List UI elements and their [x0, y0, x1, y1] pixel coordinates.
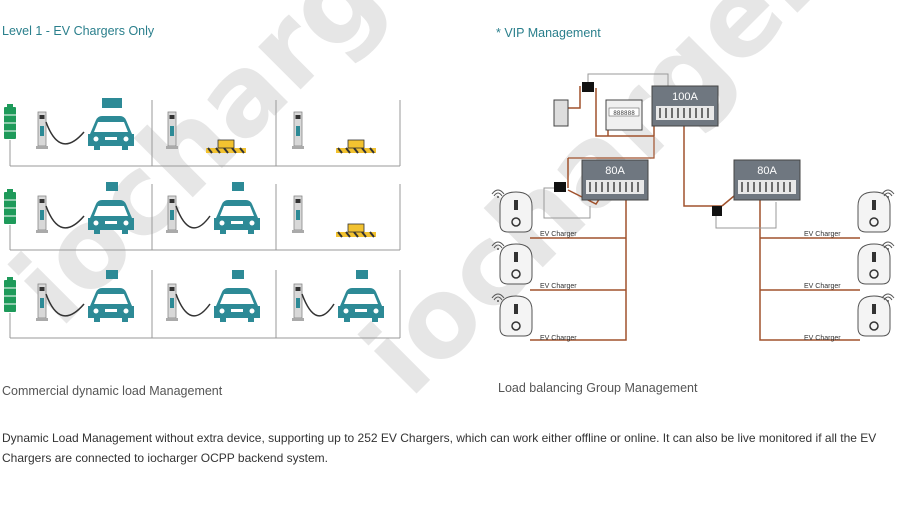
wallbox-icon: [499, 243, 533, 285]
connector-icon: [554, 182, 566, 192]
main-panel-rating: 100A: [672, 91, 698, 103]
right-caption: Load balancing Group Management: [498, 381, 698, 395]
car-status-icon: [102, 98, 122, 108]
right-sub-panel-rating: 80A: [757, 165, 777, 177]
car-status-icon: [106, 270, 118, 279]
meter-display: 888888: [613, 110, 635, 117]
wallbox-icon: [857, 191, 891, 233]
energy-meter: 888888: [605, 99, 643, 131]
row-2: [3, 182, 401, 251]
wallbox-icon: [857, 295, 891, 337]
connector-icon: [582, 82, 594, 92]
row-1: [3, 98, 401, 167]
description-text: Dynamic Load Management without extra de…: [2, 431, 877, 465]
left-title: Level 1 - EV Chargers Only: [2, 24, 155, 38]
car-status-icon: [232, 182, 244, 191]
power-wires: [530, 86, 860, 341]
charger-label: EV Charger: [804, 335, 841, 342]
left-caption: Commercial dynamic load Management: [2, 384, 223, 398]
charger-label: EV Charger: [540, 283, 577, 290]
main-panel: 100A: [651, 85, 719, 127]
charger-label: EV Charger: [804, 283, 841, 290]
charger-label: EV Charger: [540, 231, 577, 238]
right-sub-panel: 80A: [733, 159, 801, 201]
controller-icon: [553, 99, 569, 127]
wallbox-icon: [499, 191, 533, 233]
right-title: * VIP Management: [496, 26, 601, 40]
charger-label: EV Charger: [540, 335, 577, 342]
left-sub-panel-rating: 80A: [605, 165, 625, 177]
row-3: [3, 270, 401, 339]
right-chargers: EV Charger EV Charger EV Charger: [804, 189, 895, 342]
car-status-icon: [356, 270, 368, 279]
connector-icon: [712, 206, 722, 216]
wallbox-icon: [499, 295, 533, 337]
wallbox-icon: [857, 243, 891, 285]
signal-wires: [543, 73, 777, 229]
left-chargers: EV Charger EV Charger EV Charger: [491, 189, 577, 342]
left-sub-panel: 80A: [581, 159, 649, 201]
car-status-icon: [106, 182, 118, 191]
car-status-icon: [232, 270, 244, 279]
charger-label: EV Charger: [804, 231, 841, 238]
